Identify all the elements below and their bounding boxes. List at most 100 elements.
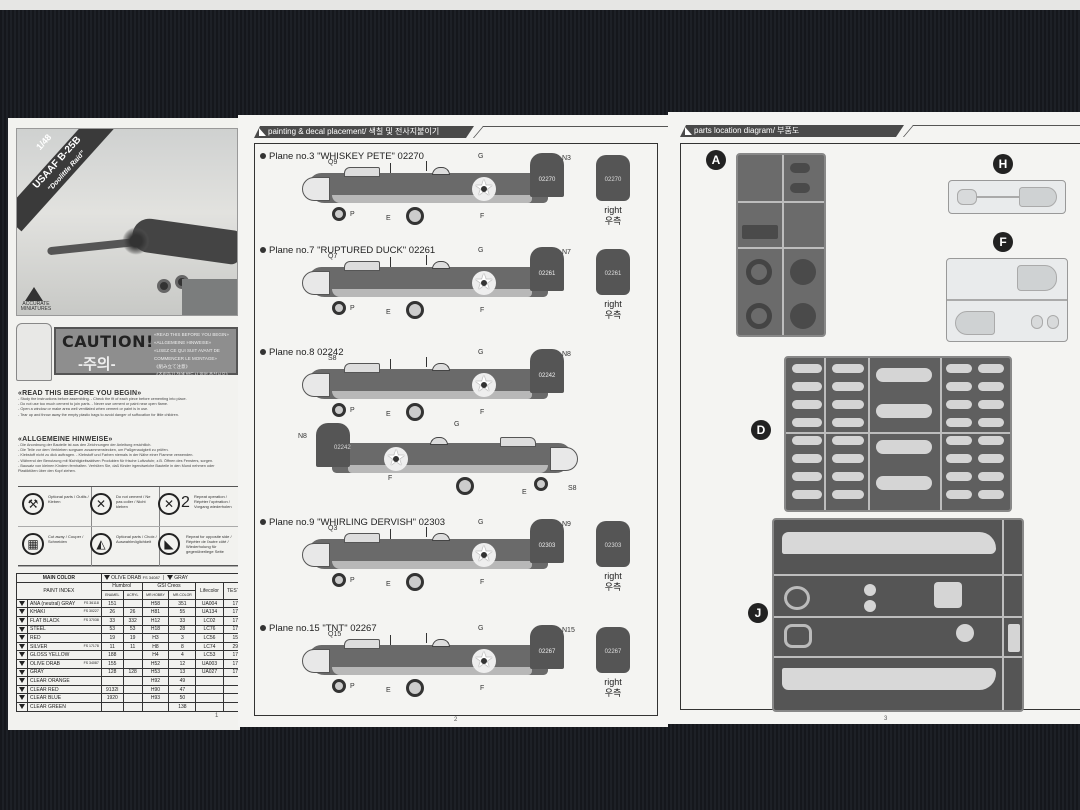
belly-shape [332, 667, 532, 675]
main-color-name: GRAY [174, 574, 188, 581]
paint-code: 11 [100, 641, 124, 652]
symbol-cell: ⚒ Optional parts / Outils / Kleben [18, 487, 92, 527]
color-name: RED [27, 633, 102, 643]
plane-title-text: Plane no.9 "WHIRLING DERVISH" 02303 [269, 517, 446, 528]
paint-code [100, 676, 124, 686]
part [864, 584, 876, 596]
decal-callout-e: E [386, 309, 391, 316]
decal-callout-p: P [350, 211, 355, 218]
main-wheel-icon [406, 403, 424, 421]
cement-icon: ⚒ [22, 493, 44, 515]
tail-code: 02267 [538, 649, 556, 655]
insignia-center [481, 382, 487, 388]
paint-code: LC02 [195, 615, 224, 626]
tail-fin-shape: 02242 [530, 349, 564, 393]
part [784, 586, 810, 610]
bomb-part [946, 418, 972, 427]
plane-side-view: 02267 G F E P Q15 N15 [302, 625, 575, 697]
glazed-nose-shape [302, 271, 330, 295]
brand-header: TESTO [222, 581, 240, 600]
paint-code: 49 [168, 676, 197, 686]
turret-shape [432, 261, 450, 269]
part [746, 303, 772, 329]
caution-item: «READ THIS BEFORE YOU BEGIN» [154, 332, 229, 337]
bullet-icon [260, 153, 266, 160]
fuselage-half-part [782, 668, 996, 690]
sprue-a [736, 153, 826, 337]
star-insignia-icon [472, 647, 496, 673]
paint-code: 4 [168, 650, 197, 660]
paint-code: 9132I [100, 684, 124, 695]
brand-header: Humbrol [100, 581, 143, 592]
right-tail-view: 02267 [596, 627, 630, 673]
antenna-mast [390, 257, 391, 267]
bomb-part [946, 472, 972, 481]
runner [868, 358, 870, 510]
section-header-text: parts location diagram/ 부품도 [694, 126, 800, 135]
paint-triangle-icon [16, 598, 28, 609]
optional-parts-icon: ◭ [90, 533, 112, 555]
read-first-section: «READ THIS BEFORE YOU BEGIN» - Study the… [18, 390, 233, 418]
paint-code: UA134 [195, 607, 224, 617]
color-name: CLEAR BLUE [27, 693, 102, 703]
paint-triangle-icon [16, 658, 28, 669]
color-name-text: CLEAR BLUE [30, 695, 62, 702]
box-art-cover: USAAF B-25B "Doolittle Raid" 1/48 ACCURA… [16, 128, 238, 316]
right-tail-view: 02303 [596, 521, 630, 567]
instruction-line: - Open a window or make area well ventil… [18, 407, 149, 412]
turret-shape [432, 639, 450, 647]
paint-code: 151 [100, 598, 124, 609]
belly-shape [332, 195, 532, 203]
decal-callout-tail: N9 [562, 521, 571, 528]
tail-code: 02261 [538, 271, 556, 277]
tail-code: 02270 [604, 177, 622, 183]
bomb-part [978, 382, 1004, 391]
paint-code: H58 [141, 598, 170, 609]
bomb-part [876, 440, 932, 454]
bomb-part [876, 476, 932, 490]
bomb-part [978, 418, 1004, 427]
cut-icon: ▦ [22, 533, 44, 555]
paint-code [195, 701, 224, 712]
decal-callout-nose: Q7 [328, 253, 338, 260]
nose-wheel-icon [332, 301, 346, 315]
instruction-line: - Klebstoff nicht zu dick auftragen. - K… [18, 453, 194, 458]
runner [774, 616, 1022, 618]
decal-callout-e: E [386, 581, 391, 588]
symbol-cell: ✕ Repeat operation / Répéter l'opération… [154, 487, 240, 527]
glazed-nose-shape [302, 543, 330, 567]
bomb-part [792, 472, 822, 481]
color-name: CLEAR RED [27, 684, 102, 695]
sub-header: ENAMEL [100, 590, 124, 600]
runner [774, 656, 1022, 658]
paint-code: LC74 [195, 641, 224, 652]
sprue-f-badge: F [993, 232, 1013, 252]
brand-logo-icon [25, 287, 43, 301]
paint-code: 332 [122, 615, 143, 626]
color-name-text: KHAKI [30, 609, 46, 616]
part [1019, 187, 1057, 207]
brand-header: GSI Creos [141, 581, 197, 592]
part [1017, 265, 1057, 291]
paint-code: H93 [141, 693, 170, 703]
runner [940, 358, 942, 510]
color-name: STEEL [27, 624, 102, 635]
plane-title: Plane no.7 "RUPTURED DUCK" 02261 [260, 245, 435, 256]
instruction-page-3: parts location diagram/ 부품도 A H F D [668, 112, 1080, 724]
runner [1002, 520, 1004, 710]
bomb-part [946, 382, 972, 391]
paint-code: 26 [100, 607, 124, 617]
page-number: 1 [215, 713, 219, 719]
sprue-h-badge: H [993, 154, 1013, 174]
canopy-shape [344, 167, 380, 177]
plane-title: Plane no.9 "WHIRLING DERVISH" 02303 [260, 517, 445, 528]
paint-code: H53 [141, 667, 170, 678]
